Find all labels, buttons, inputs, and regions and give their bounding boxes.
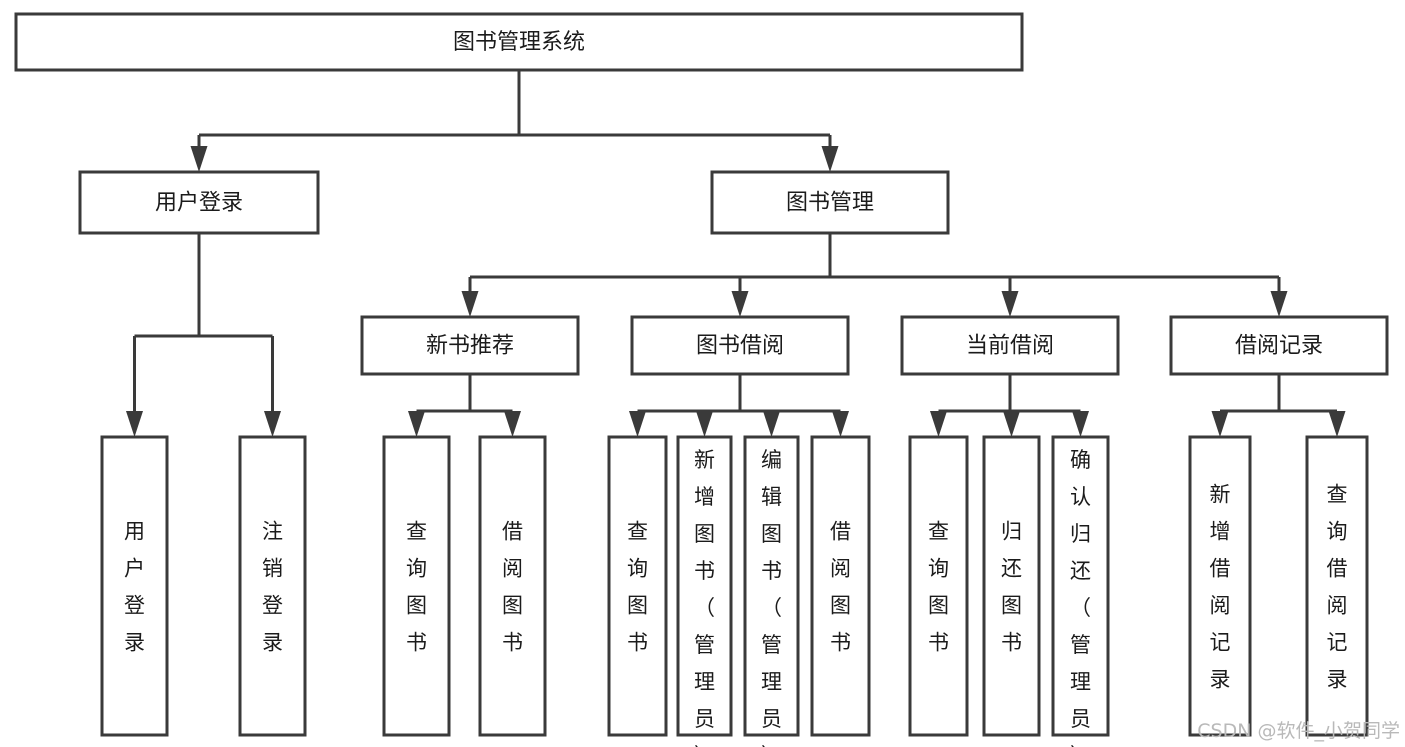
connector-group-book-manage (461, 233, 1288, 317)
arrow-head-icon (1328, 411, 1346, 437)
node-borrow-record[interactable]: 借阅记录 (1169, 315, 1389, 376)
node-leaf-return-book[interactable]: 归还图书 (982, 435, 1041, 737)
node-box (1051, 435, 1110, 737)
node-label: 查询图书 (928, 520, 949, 655)
node-user-login[interactable]: 用户登录 (78, 170, 320, 235)
node-label: 当前借阅 (966, 334, 1054, 359)
node-leaf-query-book-1[interactable]: 查询图书 (382, 435, 451, 737)
connector-group-borrow-record (1211, 374, 1346, 437)
arrow-head-icon (264, 411, 281, 437)
node-root[interactable]: 图书管理系统 (14, 12, 1024, 72)
node-box (100, 435, 169, 737)
node-layer: 图书管理系统用户登录图书管理新书推荐图书借阅当前借阅借阅记录用户登录注销登录查询… (14, 12, 1389, 747)
arrow-head-icon (1211, 411, 1229, 437)
node-leaf-edit-book[interactable]: 编辑图书（管理员） (743, 435, 800, 747)
connector-layer (126, 70, 1346, 437)
arrow-head-icon (1270, 291, 1288, 317)
arrow-head-icon (696, 411, 713, 437)
connector-group-current-borrow (930, 374, 1089, 437)
node-leaf-confirm-return[interactable]: 确认归还（管理员） (1051, 435, 1110, 747)
node-box (743, 435, 800, 737)
node-label: 用户登录 (155, 191, 243, 216)
node-book-borrow[interactable]: 图书借阅 (630, 315, 850, 376)
node-label: 新增借阅记录 (1210, 483, 1231, 692)
node-box (382, 435, 451, 737)
node-leaf-query-record[interactable]: 查询借阅记录 (1305, 435, 1369, 737)
node-box (360, 315, 580, 376)
connector-group-user-login (126, 233, 281, 437)
node-label: 图书管理系统 (453, 30, 585, 55)
node-label: 借阅图书 (502, 520, 523, 655)
arrow-head-icon (1003, 411, 1020, 437)
node-box (478, 435, 547, 737)
node-label: 归还图书 (1001, 520, 1022, 655)
node-label: 注销登录 (262, 520, 283, 655)
node-new-book-rec[interactable]: 新书推荐 (360, 315, 580, 376)
node-box (710, 170, 950, 235)
arrow-head-icon (629, 411, 646, 437)
connector-group-book-borrow (629, 374, 849, 437)
node-current-borrow[interactable]: 当前借阅 (900, 315, 1120, 376)
arrow-head-icon (1072, 411, 1089, 437)
node-label: 确认归还（管理员） (1070, 448, 1091, 747)
arrow-head-icon (461, 291, 479, 317)
node-box (900, 315, 1120, 376)
connector-group-new-book-rec (408, 374, 521, 437)
node-leaf-borrow-book-2[interactable]: 借阅图书 (810, 435, 871, 737)
node-box (630, 315, 850, 376)
node-label: 图书管理 (786, 191, 874, 216)
node-book-manage[interactable]: 图书管理 (710, 170, 950, 235)
node-leaf-add-record[interactable]: 新增借阅记录 (1188, 435, 1252, 737)
csdn-watermark: CSDN @软件_小贺同学 (1197, 720, 1400, 742)
node-leaf-query-book-3[interactable]: 查询图书 (908, 435, 969, 737)
node-label: 借阅记录 (1235, 334, 1323, 359)
node-box (908, 435, 969, 737)
node-label: 新增图书（管理员） (694, 448, 715, 747)
node-box (1188, 435, 1252, 737)
arrow-head-icon (821, 146, 839, 172)
node-label: 编辑图书（管理员） (761, 448, 782, 747)
arrow-head-icon (731, 291, 749, 317)
arrow-head-icon (190, 146, 208, 172)
connector-group-root (190, 70, 839, 172)
node-box (607, 435, 668, 737)
arrow-head-icon (126, 411, 143, 437)
arrow-head-icon (408, 411, 425, 437)
arrow-head-icon (930, 411, 947, 437)
node-label: 用户登录 (124, 520, 145, 655)
arrow-head-icon (1001, 291, 1019, 317)
node-box (78, 170, 320, 235)
arrow-head-icon (763, 411, 780, 437)
node-label: 图书借阅 (696, 334, 784, 359)
node-box (676, 435, 733, 737)
node-label: 查询借阅记录 (1327, 483, 1348, 692)
node-label: 查询图书 (627, 520, 648, 655)
node-leaf-user-login[interactable]: 用户登录 (100, 435, 169, 737)
node-label: 新书推荐 (426, 334, 514, 359)
node-leaf-add-book[interactable]: 新增图书（管理员） (676, 435, 733, 747)
arrow-head-icon (832, 411, 849, 437)
node-box (1169, 315, 1389, 376)
node-box (14, 12, 1024, 72)
node-leaf-borrow-book-1[interactable]: 借阅图书 (478, 435, 547, 737)
arrow-head-icon (504, 411, 521, 437)
node-leaf-query-book-2[interactable]: 查询图书 (607, 435, 668, 737)
node-box (810, 435, 871, 737)
node-leaf-user-logout[interactable]: 注销登录 (238, 435, 307, 737)
node-label: 查询图书 (406, 520, 427, 655)
node-box (238, 435, 307, 737)
node-label: 借阅图书 (830, 520, 851, 655)
node-box (982, 435, 1041, 737)
node-box (1305, 435, 1369, 737)
